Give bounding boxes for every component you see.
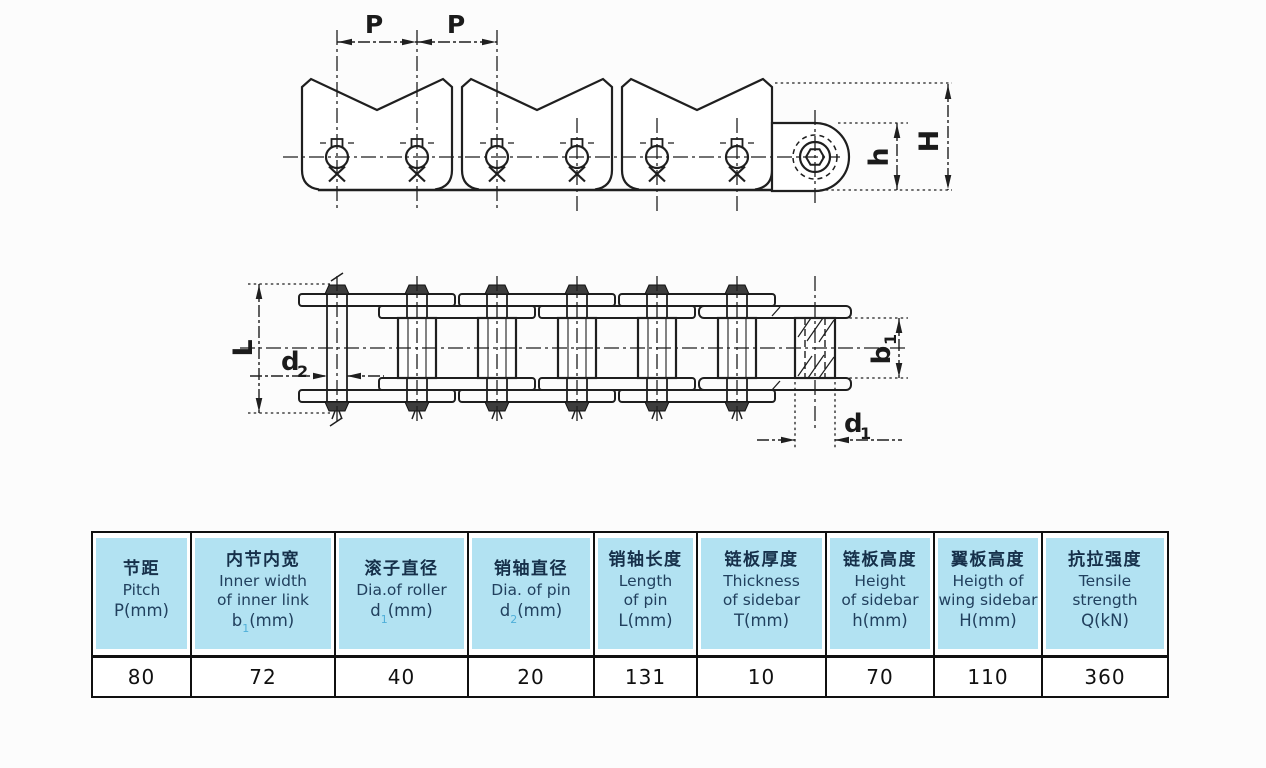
spec-table-header-row: 节距 Pitch P(mm) 内节内宽 Inner width of inner… (93, 533, 1167, 658)
dim-label-h: h (864, 147, 895, 166)
header-en: Thickness (723, 571, 800, 590)
value-inner-width: 72 (190, 658, 334, 696)
value-pin-dia: 20 (467, 658, 593, 696)
dim-label-b1-sub: 1 (881, 334, 900, 345)
header-cn: 链板厚度 (724, 549, 799, 570)
dimension-d1: d 1 (757, 382, 902, 448)
header-cell-pitch: 节距 Pitch P(mm) (93, 533, 190, 655)
dim-label-d2: d (281, 347, 300, 377)
header-en: Inner width (219, 571, 307, 590)
value-sidebar-thickness: 10 (696, 658, 825, 696)
header-cn: 抗拉强度 (1068, 549, 1142, 570)
value-sidebar-height: 70 (825, 658, 933, 696)
spec-table-value-row: 80 72 40 20 131 10 70 110 360 (93, 658, 1167, 696)
header-cell-sidebar-thickness: 链板厚度 Thickness of sidebar T(mm) (696, 533, 825, 655)
header-en: Length (618, 571, 673, 590)
header-en: Pitch (122, 581, 161, 600)
dimension-d2: d 2 (250, 347, 384, 381)
header-en: Heigth of (952, 571, 1024, 590)
header-cell-roller-dia: 滚子直径 Dia.of roller d1(mm) (334, 533, 467, 655)
header-en: of pin (623, 590, 668, 609)
wing-plate (300, 77, 454, 191)
dim-label-b1: b (867, 346, 897, 365)
dimension-heights: h H (775, 82, 952, 191)
plan-view-drawing: L d 2 b 1 (228, 272, 908, 448)
value-roller-dia: 40 (334, 658, 467, 696)
value-wing-height: 110 (933, 658, 1041, 696)
dim-label-d2-sub: 2 (297, 362, 308, 381)
header-cn: 销轴长度 (608, 549, 683, 570)
header-en: wing sidebar (938, 590, 1038, 609)
header-cell-sidebar-height: 链板高度 Height of sidebar h(mm) (825, 533, 933, 655)
header-en: Dia.of roller (356, 581, 447, 600)
dim-label-p1: P (365, 10, 383, 39)
header-cn: 销轴直径 (494, 559, 568, 580)
header-en: of inner link (216, 590, 310, 609)
value-pitch: 80 (127, 665, 156, 689)
header-cn: 链板高度 (843, 549, 917, 570)
header-en: of sidebar (841, 590, 919, 609)
side-view-drawing: P P h H (283, 10, 952, 212)
dim-label-d1-sub: 1 (860, 424, 871, 443)
header-symbol: b1(mm) (231, 610, 295, 636)
header-en: Tensile (1078, 571, 1132, 590)
header-cell-wing-height: 翼板高度 Heigth of wing sidebar H(mm) (933, 533, 1041, 655)
dim-label-H: H (914, 130, 945, 153)
header-cn: 内节内宽 (226, 549, 300, 570)
header-symbol: L(mm) (618, 610, 673, 630)
sidebars (298, 293, 852, 403)
value-tensile-strength: 360 (1041, 658, 1167, 696)
cotter-pins (329, 272, 743, 427)
wing-plate (620, 77, 774, 191)
header-cell-tensile-strength: 抗拉强度 Tensile strength Q(kN) (1041, 533, 1167, 655)
header-symbol: T(mm) (733, 610, 790, 630)
wing-plate (460, 77, 614, 191)
header-en: Dia. of pin (491, 581, 571, 600)
header-cell-inner-width: 内节内宽 Inner width of inner link b1(mm) (190, 533, 334, 655)
header-en: Height (854, 571, 906, 590)
wing-plates (300, 77, 774, 191)
header-symbol: Q(kN) (1081, 610, 1129, 630)
chain-engineering-drawing: P P h H (228, 10, 952, 448)
header-cn: 节距 (123, 559, 160, 580)
value-pin-length: 131 (593, 658, 696, 696)
dim-label-p2: P (447, 10, 465, 39)
header-cell-pin-length: 销轴长度 Length of pin L(mm) (593, 533, 696, 655)
header-symbol: d2(mm) (499, 601, 563, 626)
header-symbol: h(mm) (852, 610, 908, 630)
dim-label-d1: d (844, 409, 863, 439)
dimension-pitch: P P (337, 10, 497, 46)
header-symbol: P(mm) (114, 601, 169, 621)
spec-table: 节距 Pitch P(mm) 内节内宽 Inner width of inner… (91, 531, 1169, 698)
dimension-b1: b 1 (838, 317, 908, 379)
header-en: strength (1072, 590, 1138, 609)
center-lines (283, 30, 840, 212)
header-cn: 滚子直径 (364, 559, 439, 580)
header-cn: 翼板高度 (951, 549, 1025, 570)
dim-label-L: L (228, 339, 259, 356)
header-symbol: d1(mm) (370, 601, 433, 626)
header-symbol: H(mm) (959, 610, 1017, 630)
plan-center-lines (240, 276, 908, 430)
header-cell-pin-dia: 销轴直径 Dia. of pin d2(mm) (467, 533, 593, 655)
header-en: of sidebar (722, 590, 801, 609)
dimension-L: L (228, 283, 330, 414)
